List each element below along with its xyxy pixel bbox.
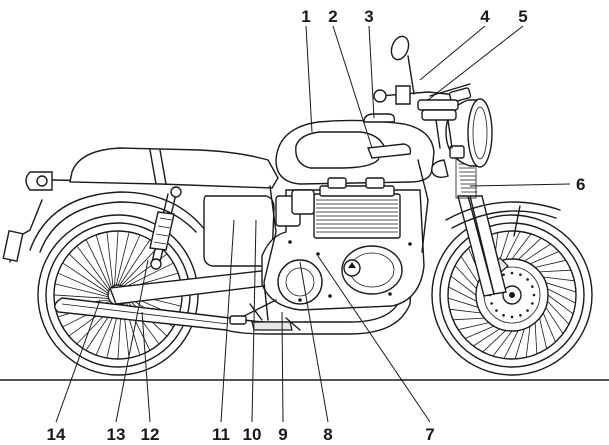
callout-number-1: 1 — [301, 7, 310, 26]
callout-number-13: 13 — [107, 425, 126, 444]
callout-number-6: 6 — [576, 175, 585, 194]
callout-leader-6 — [470, 184, 570, 186]
callout-leader-3 — [369, 26, 374, 118]
callout-number-5: 5 — [518, 7, 527, 26]
callout-number-4: 4 — [480, 7, 490, 26]
callout-leader-1 — [306, 26, 312, 132]
callout-number-3: 3 — [364, 7, 373, 26]
engine-cover — [278, 260, 322, 304]
callout-leader-14 — [56, 300, 100, 422]
callout-number-10: 10 — [243, 425, 262, 444]
seat — [70, 148, 278, 188]
callout-leader-4 — [420, 26, 485, 80]
front-indicator — [432, 160, 448, 177]
callout-number-2: 2 — [328, 7, 337, 26]
rear-shock — [150, 187, 181, 269]
callout-number-7: 7 — [425, 425, 434, 444]
fuel-cap — [364, 114, 394, 122]
callout-leader-13 — [116, 260, 148, 422]
callout-number-11: 11 — [212, 425, 230, 444]
callout-leader-5 — [428, 26, 523, 100]
callout-number-14: 14 — [47, 425, 66, 444]
front-wheel — [432, 215, 592, 375]
callout-leader-12 — [142, 312, 150, 422]
callout-number-8: 8 — [323, 425, 332, 444]
callout-number-9: 9 — [278, 425, 287, 444]
callout-number-12: 12 — [141, 425, 160, 444]
